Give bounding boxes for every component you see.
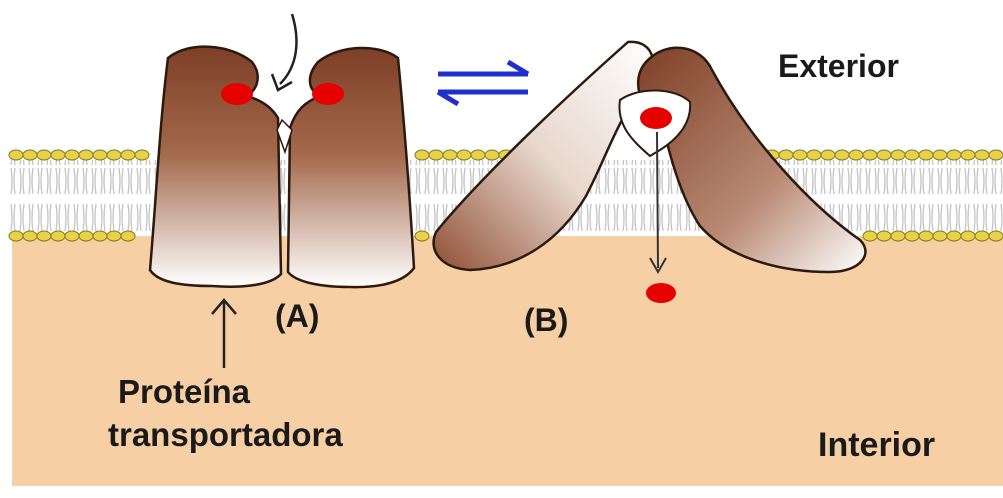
lipid-head [835, 150, 849, 160]
lipid-head [107, 150, 121, 160]
lipid-head [121, 150, 135, 160]
solute-dot [646, 283, 676, 303]
lipid-head [947, 150, 961, 160]
lipid-head [961, 150, 975, 160]
lipid-head [919, 150, 933, 160]
lipid-head [905, 150, 919, 160]
lipid-head [79, 150, 93, 160]
lipid-head [65, 150, 79, 160]
lipid-head [107, 231, 121, 241]
solute-dot [312, 83, 344, 105]
lipid-head [135, 150, 149, 160]
lipid-head [79, 231, 93, 241]
lipid-head [9, 150, 23, 160]
lipid-head [975, 150, 989, 160]
protein-label-line1: Proteína [118, 375, 250, 408]
lipid-head [415, 150, 429, 160]
lipid-head [989, 150, 1003, 160]
lipid-head [93, 231, 107, 241]
lipid-head [919, 231, 933, 241]
lipid-head [849, 150, 863, 160]
lipid-head [485, 150, 499, 160]
protein-label-line2: transportadora [108, 418, 343, 451]
lipid-head [51, 150, 65, 160]
lipid-head [51, 231, 65, 241]
lipid-head [863, 231, 877, 241]
lipid-head [9, 231, 23, 241]
lipid-head [933, 150, 947, 160]
lipid-head [961, 231, 975, 241]
lipid-head [471, 150, 485, 160]
lipid-head [23, 150, 37, 160]
lipid-head [23, 231, 37, 241]
lipid-head [93, 150, 107, 160]
lipid-head [905, 231, 919, 241]
lipid-head [457, 150, 471, 160]
lipid-head [877, 231, 891, 241]
state-b-label: (B) [524, 304, 568, 336]
lipid-head [443, 150, 457, 160]
lipid-head [975, 231, 989, 241]
lipid-head [415, 231, 429, 241]
lipid-head [121, 231, 135, 241]
lipid-head [933, 231, 947, 241]
lipid-head [877, 150, 891, 160]
lipid-head [793, 150, 807, 160]
lipid-head [429, 150, 443, 160]
lipid-head [891, 150, 905, 160]
lipid-head [947, 231, 961, 241]
lipid-head [863, 150, 877, 160]
lipid-head [989, 231, 1003, 241]
lipid-head [891, 231, 905, 241]
lipid-head [821, 150, 835, 160]
lipid-head [779, 150, 793, 160]
lipid-head [65, 231, 79, 241]
solute-dot [221, 83, 253, 105]
solute-dot [640, 107, 672, 129]
interior-label: Interior [818, 428, 935, 462]
exterior-label: Exterior [778, 50, 899, 82]
lipid-head [37, 150, 51, 160]
lipid-head [807, 150, 821, 160]
lipid-head [37, 231, 51, 241]
state-a-label: (A) [275, 300, 319, 332]
